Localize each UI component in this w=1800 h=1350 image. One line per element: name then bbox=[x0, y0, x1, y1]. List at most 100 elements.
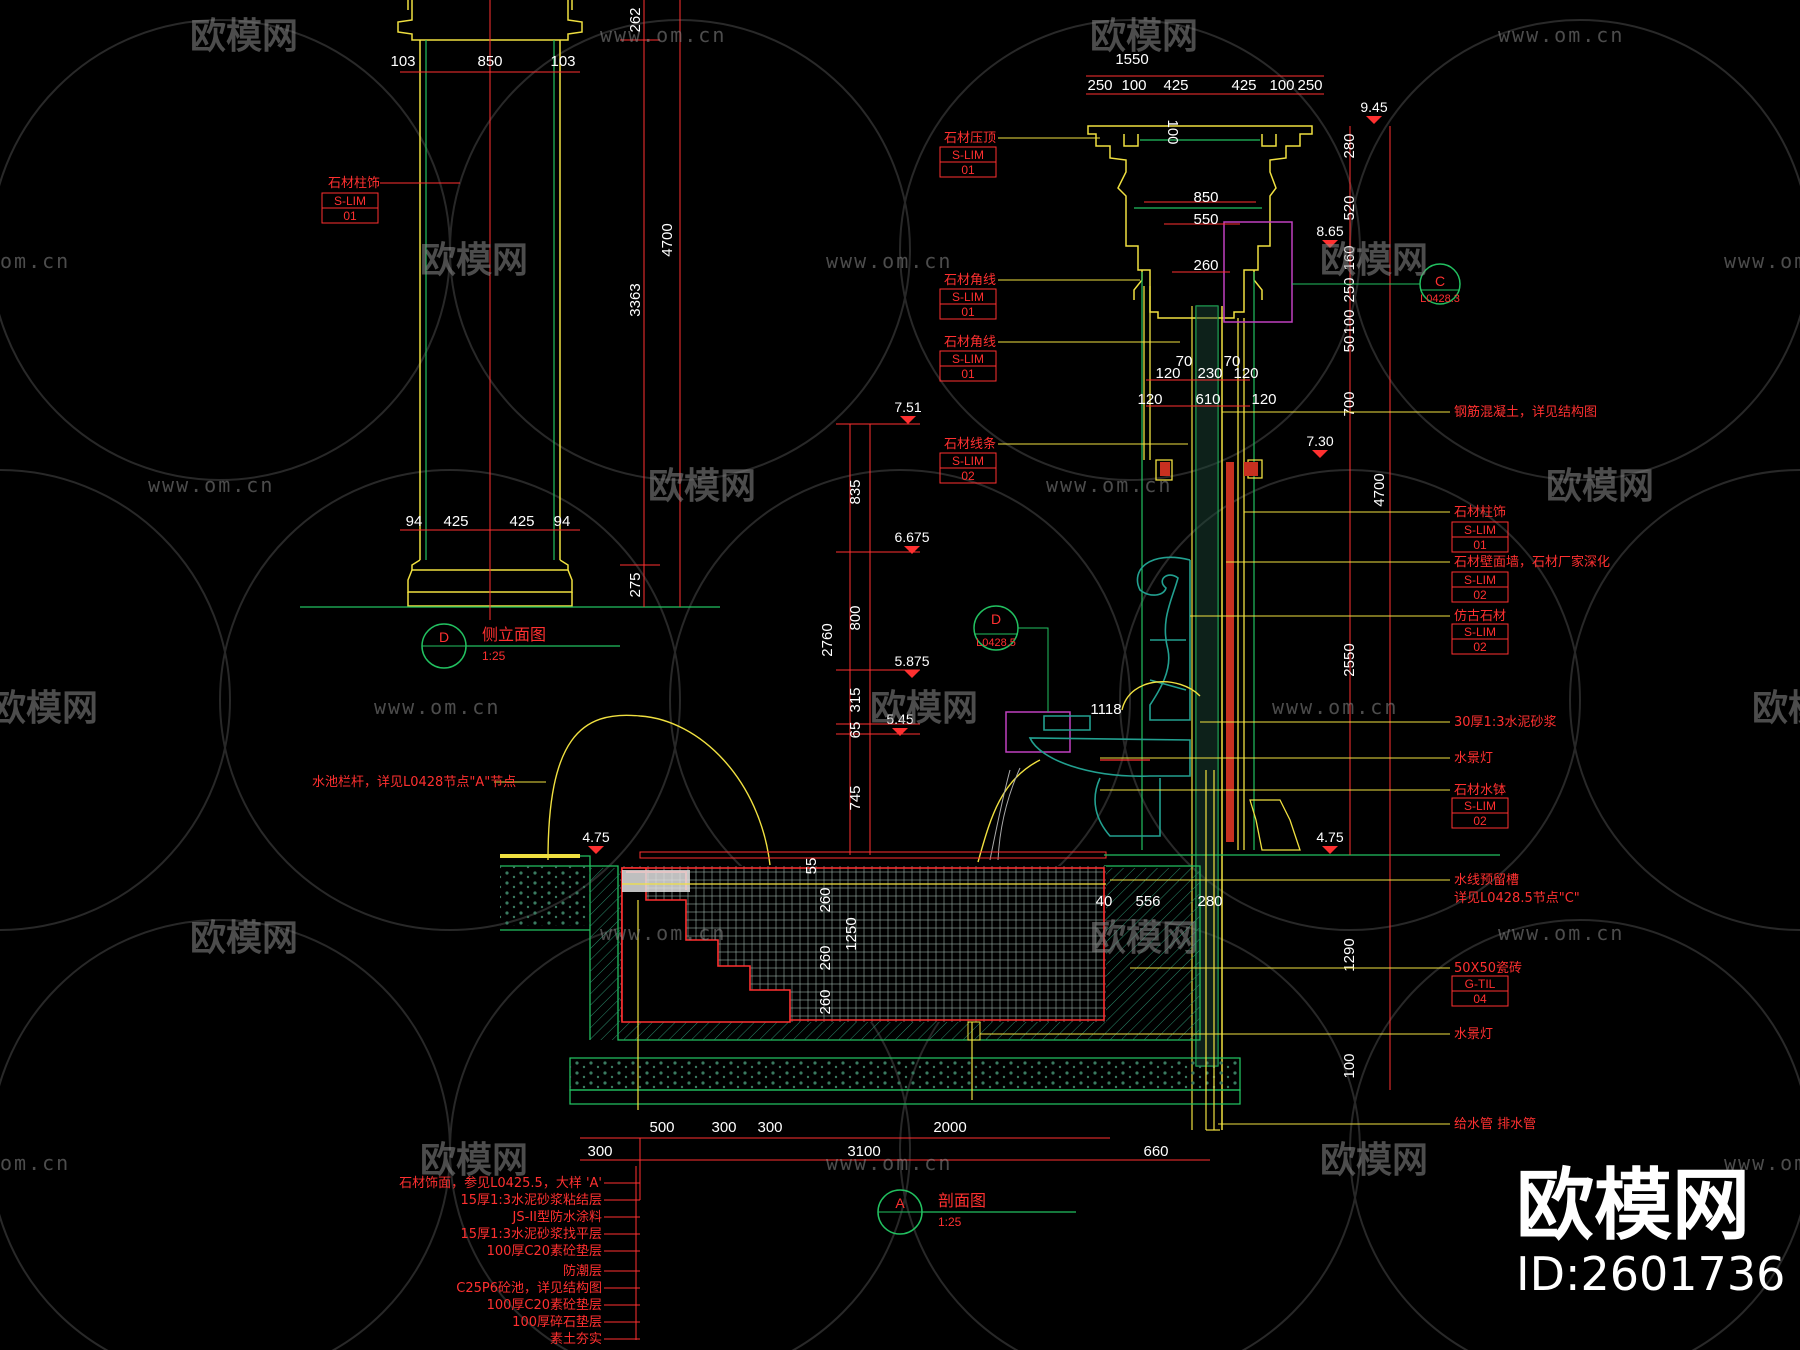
watermark-url: www.om.cn bbox=[1724, 1151, 1800, 1175]
elev-dim-top-2: 850 bbox=[477, 53, 502, 70]
elev-title: 侧立面图 bbox=[482, 625, 546, 644]
level-5-45: 5.45 bbox=[886, 711, 913, 727]
elev-dim-right-2: 3363 bbox=[627, 283, 644, 316]
left-label-3-num: 01 bbox=[961, 367, 975, 381]
right-note-12: 给水管 排水管 bbox=[1454, 1117, 1536, 1132]
level-7-30: 7.30 bbox=[1306, 433, 1333, 449]
layer-note-2: 15厚1:3水泥砂浆粘结层 bbox=[461, 1193, 602, 1208]
left-labels: 石材压顶 S-LIM 01 石材角线 S-LIM 01 石材角线 S-LIM 0… bbox=[939, 131, 1188, 484]
pool-side-dim-2: 556 bbox=[1135, 893, 1160, 910]
layer-note-4: 15厚1:3水泥砂浆找平层 bbox=[461, 1227, 602, 1242]
level-6-675: 6.675 bbox=[894, 529, 929, 545]
watermark-url: www.om.cn bbox=[374, 695, 500, 719]
sec-dim-left-1: 835 bbox=[847, 479, 864, 504]
layer-note-8: 100厚C20素砼垫层 bbox=[487, 1297, 602, 1313]
sec-dim-a-1: 120 bbox=[1155, 365, 1180, 382]
left-label-3-code: S-LIM bbox=[952, 352, 984, 366]
callout-c-letter: C bbox=[1435, 273, 1445, 289]
brand-logo-text: 欧模网 bbox=[1516, 1161, 1750, 1251]
sec-dim-right-5: 100 bbox=[1341, 309, 1358, 334]
watermark-url: www.om.cn bbox=[600, 23, 726, 47]
pool-dim-4: 260 bbox=[817, 989, 834, 1014]
elev-title-marker: D bbox=[439, 629, 449, 645]
elev-dim-top-3: 103 bbox=[550, 53, 575, 70]
right-tag-2-code: S-LIM bbox=[1464, 573, 1496, 587]
left-label-4-text: 石材线条 bbox=[944, 436, 996, 452]
layer-note-5: 100厚C20素砼垫层 bbox=[487, 1243, 602, 1259]
right-tag-5-num: 04 bbox=[1473, 992, 1487, 1006]
watermark-brand: 欧模网 bbox=[0, 688, 98, 729]
sec-dim-top-3: 425 bbox=[1163, 77, 1188, 94]
elev-dim-bot-3: 425 bbox=[509, 513, 534, 530]
watermark-brand: 欧模网 bbox=[1546, 466, 1654, 507]
watermark-brand: 欧模网 bbox=[1090, 16, 1198, 57]
sec-dim-a-small-2: 70 bbox=[1224, 353, 1241, 370]
sec-dim-a-3: 120 bbox=[1233, 365, 1258, 382]
callout-d-letter: D bbox=[991, 611, 1001, 627]
sec-dim-top-1: 250 bbox=[1087, 77, 1112, 94]
bottom-dim-3: 300 bbox=[757, 1119, 782, 1136]
right-tag-1-code: S-LIM bbox=[1464, 523, 1496, 537]
elev-dim-top-1: 103 bbox=[390, 53, 415, 70]
elev-dim-bot-2: 425 bbox=[443, 513, 468, 530]
left-label-1-text: 石材压顶 bbox=[944, 131, 996, 146]
sec-dim-b-1: 120 bbox=[1137, 391, 1162, 408]
watermark-url: om.cn bbox=[0, 1151, 70, 1175]
sec-dim-top-4: 425 bbox=[1231, 77, 1256, 94]
right-tag-3-code: S-LIM bbox=[1464, 625, 1496, 639]
watermark-url: www.om.cn bbox=[1498, 23, 1624, 47]
left-label-2-num: 01 bbox=[961, 305, 975, 319]
pool-dim-2: 260 bbox=[817, 887, 834, 912]
pool-dim-5: 1250 bbox=[843, 917, 860, 950]
elev-dim-bot-1: 94 bbox=[406, 513, 423, 530]
watermark-url: www.om.cn bbox=[826, 1151, 952, 1175]
sec-dim-inner-1: 850 bbox=[1193, 189, 1218, 206]
watermark-brand: 欧模网 bbox=[420, 1140, 528, 1181]
elev-label-num: 01 bbox=[343, 209, 357, 223]
pool-dim-1: 55 bbox=[803, 858, 820, 875]
left-label-2-code: S-LIM bbox=[952, 290, 984, 304]
level-8-65: 8.65 bbox=[1316, 223, 1343, 239]
right-note-11: 水景灯 bbox=[1454, 1027, 1493, 1042]
right-tag-5-code: G-TIL bbox=[1465, 977, 1496, 991]
watermark-brand: 欧模网 bbox=[420, 240, 528, 281]
layer-note-3: JS-II型防水涂料 bbox=[512, 1209, 602, 1225]
watermark-url: www.om.cn bbox=[148, 473, 274, 497]
right-tag-1-num: 01 bbox=[1473, 538, 1487, 552]
bottom-dim-4: 2000 bbox=[933, 1119, 966, 1136]
left-label-1-code: S-LIM bbox=[952, 148, 984, 162]
pool-side-dim-3: 280 bbox=[1197, 893, 1222, 910]
watermark-brand: 欧模网 bbox=[1752, 688, 1800, 729]
sec-dim-top-2: 100 bbox=[1121, 77, 1146, 94]
sec-title: 剖面图 bbox=[938, 1191, 986, 1210]
right-note-7: 石材水钵 bbox=[1454, 783, 1506, 798]
sec-scale: 1:25 bbox=[938, 1215, 962, 1229]
right-note-10: 50X50瓷砖 bbox=[1454, 961, 1522, 976]
callout-d-ref: L0428.5 bbox=[976, 637, 1016, 649]
level-5-875: 5.875 bbox=[894, 653, 929, 669]
watermark-url: www.om.cn bbox=[600, 921, 726, 945]
watermark-url: www.om.cn bbox=[1724, 249, 1800, 273]
watermark-brand: 欧模网 bbox=[1320, 240, 1428, 281]
watermark-url: www.om.cn bbox=[1046, 473, 1172, 497]
elev-label-code: S-LIM bbox=[334, 194, 366, 208]
sec-dim-left-2: 800 bbox=[847, 605, 864, 630]
sec-dim-1118: 1118 bbox=[1090, 701, 1121, 718]
sec-title-marker: A bbox=[895, 1195, 905, 1211]
watermark-brand: 欧模网 bbox=[190, 16, 298, 57]
sec-dim-right-2: 520 bbox=[1341, 195, 1358, 220]
layer-note-1: 石材饰面，参见L0425.5，大样 'A' bbox=[399, 1175, 602, 1191]
watermark-brand: 欧模网 bbox=[648, 466, 756, 507]
watermark-url: www.om.cn bbox=[1272, 695, 1398, 719]
right-note-9: 详见L0428.5节点"C" bbox=[1454, 891, 1580, 906]
watermark-brand: 欧模网 bbox=[1320, 1140, 1428, 1181]
bottom-dim-7: 660 bbox=[1143, 1143, 1168, 1160]
sec-dim-a-2: 230 bbox=[1197, 365, 1222, 382]
sec-dim-left-5: 745 bbox=[847, 785, 864, 810]
level-7-51: 7.51 bbox=[894, 399, 921, 415]
railing-note: 水池栏杆，详见L0428节点"A"节点 bbox=[312, 775, 516, 790]
sec-dim-100: 100 bbox=[1164, 119, 1181, 144]
watermark-url: om.cn bbox=[0, 249, 70, 273]
sec-dim-left-3: 315 bbox=[847, 687, 864, 712]
